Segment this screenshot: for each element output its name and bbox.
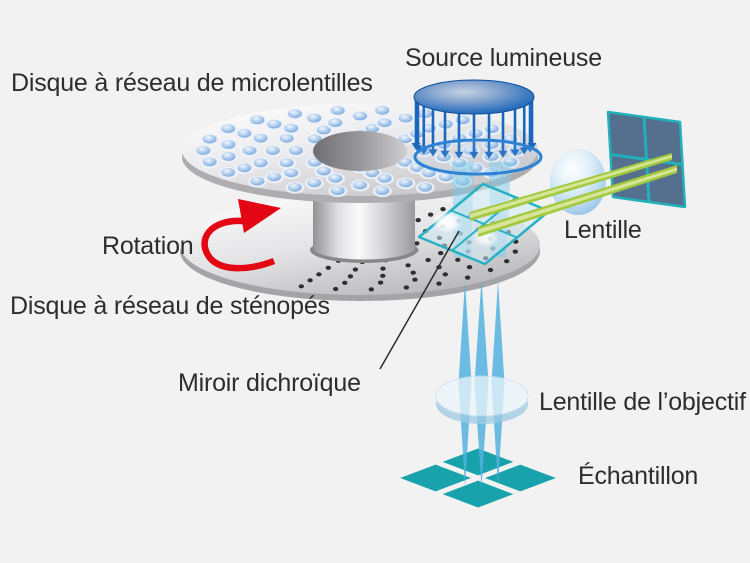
label-objective-lens: Lentille de l’objectif [539, 388, 746, 416]
leader-line [379, 230, 460, 370]
label-pinhole-disk: Disque à réseau de sténopés [10, 292, 330, 320]
light-source-arrows [411, 99, 537, 159]
sample-grid [400, 448, 556, 508]
light-source-lens [413, 79, 535, 115]
rotation-arrow [201, 199, 281, 272]
label-lens: Lentille [564, 216, 642, 244]
camera-detector [606, 110, 687, 209]
label-light-source: Source lumineuse [405, 44, 602, 72]
source-ring [413, 138, 543, 176]
emission-beams [470, 153, 677, 237]
label-sample: Échantillon [578, 462, 699, 490]
objective-lens [435, 375, 529, 424]
label-microlens-disk: Disque à réseau de microlentilles [11, 69, 373, 97]
label-rotation: Rotation [102, 232, 194, 260]
disk-hub-hole [313, 131, 407, 171]
label-dichroic-mirror: Miroir dichroïque [178, 369, 361, 397]
